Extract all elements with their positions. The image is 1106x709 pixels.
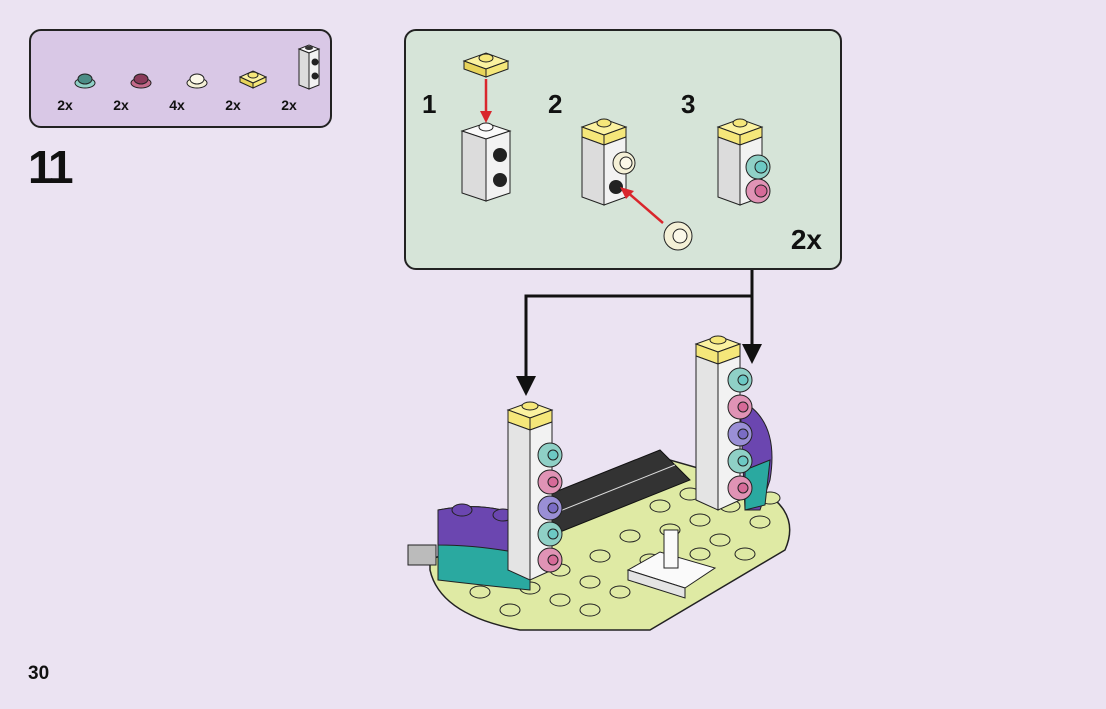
part-quantity: 4x <box>169 97 185 113</box>
gray-clip <box>407 544 437 566</box>
sub-step-label: 3 <box>681 89 696 119</box>
sub-step-2-illustration <box>580 118 693 251</box>
round-plate-pink-icon <box>130 73 152 89</box>
sub-step-3-illustration <box>716 118 771 206</box>
step-number: 11 <box>28 141 74 193</box>
sub-step-label: 1 <box>422 89 437 119</box>
plate-yellow-icon <box>238 70 268 89</box>
sub-step-label: 2 <box>548 89 563 119</box>
white-post <box>663 529 679 569</box>
right-column <box>694 335 773 511</box>
page-number: 30 <box>28 663 50 684</box>
sub-assembly-multiplier: 2x <box>790 224 822 255</box>
part-quantity: 2x <box>281 97 297 113</box>
part-quantity: 2x <box>225 97 241 113</box>
round-plate-white-icon <box>186 73 208 89</box>
sub-step-1-illustration <box>460 52 512 202</box>
parts-list-callout: 2x 2x 4x 2x 2x <box>29 29 332 128</box>
left-column <box>506 401 563 581</box>
yellow-plate-icon <box>462 52 510 78</box>
brick-side-studs-icon <box>297 44 321 90</box>
round-plate-aqua-icon <box>74 73 96 89</box>
red-arrow-icon <box>625 190 664 224</box>
main-model-illustration <box>407 335 791 631</box>
white-brick-icon <box>460 122 512 202</box>
part-quantity: 2x <box>57 97 73 113</box>
part-quantity: 2x <box>113 97 129 113</box>
sub-assembly-callout: 1 2 3 2x <box>404 29 842 270</box>
